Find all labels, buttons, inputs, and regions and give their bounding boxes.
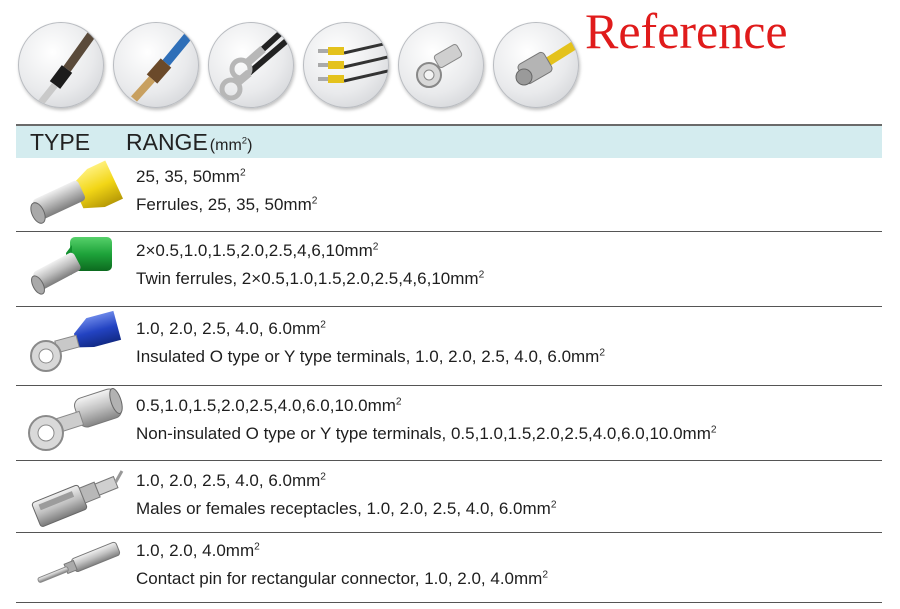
contact-pin-icon [20,532,132,602]
product-thumbnails [18,22,579,108]
description-sup: 2 [599,347,606,359]
description-sup: 2 [550,499,557,511]
row-range: 0.5,1.0,1.5,2.0,2.5,4.0,6.0,10.0mm2 [136,396,402,416]
row-description: Non-insulated O type or Y type terminals… [136,424,717,444]
table-header: TYPE RANGE(mm2) [16,124,882,158]
range-sup: 2 [372,241,379,253]
table-row: 25, 35, 50mm2 Ferrules, 25, 35, 50mm2 [16,157,882,232]
row-range: 1.0, 2.0, 2.5, 4.0, 6.0mm2 [136,471,326,491]
range-value: 2×0.5,1.0,1.5,2.0,2.5,4,6,10mm [136,241,373,260]
row-description: Twin ferrules, 2×0.5,1.0,1.5,2.0,2.5,4,6… [136,269,484,289]
row-range: 2×0.5,1.0,1.5,2.0,2.5,4,6,10mm2 [136,241,378,261]
receptacle-terminal-icon [20,460,132,532]
green-twin-ferrule-icon [20,231,132,306]
twin-ferrule-cable-icon [113,22,199,108]
row-description: Males or females receptacles, 1.0, 2.0, … [136,499,556,519]
row-description: Insulated O type or Y type terminals, 1.… [136,347,605,367]
table-row: 1.0, 2.0, 4.0mm2 Contact pin for rectang… [16,532,882,603]
row-text: 1.0, 2.0, 2.5, 4.0, 6.0mm2 Insulated O t… [136,306,882,385]
reference-title: Reference [585,3,788,59]
range-value: 25, 35, 50mm [136,167,240,186]
description-sup: 2 [311,195,318,207]
yellow-ferrule-icon [20,157,132,231]
range-sup: 2 [239,167,246,179]
range-unit: (mm2) [209,135,253,154]
row-range: 25, 35, 50mm2 [136,167,246,187]
range-sup: 2 [320,319,326,331]
table-row: 1.0, 2.0, 2.5, 4.0, 6.0mm2 Insulated O t… [16,306,882,386]
range-value: 1.0, 2.0, 2.5, 4.0, 6.0mm [136,319,321,338]
description-sup: 2 [710,424,717,436]
description-text: Twin ferrules, 2×0.5,1.0,1.5,2.0,2.5,4,6… [136,269,479,288]
description-text: Non-insulated O type or Y type terminals… [136,424,711,443]
unit-superscript: 2 [241,135,248,147]
non-insulated-ring-terminal-icon [20,385,132,460]
ferrule-cable-icon [18,22,104,108]
description-text: Ferrules, 25, 35, 50mm [136,195,312,214]
multi-terminal-cables-icon [303,22,389,108]
range-sup: 2 [395,396,402,408]
row-description: Contact pin for rectangular connector, 1… [136,569,548,589]
coax-connector-icon [493,22,579,108]
table-row: 0.5,1.0,1.5,2.0,2.5,4.0,6.0,10.0mm2 Non-… [16,385,882,461]
description-text: Males or females receptacles, 1.0, 2.0, … [136,499,551,518]
row-text: 25, 35, 50mm2 Ferrules, 25, 35, 50mm2 [136,157,882,231]
description-text: Insulated O type or Y type terminals, 1.… [136,347,600,366]
row-text: 1.0, 2.0, 4.0mm2 Contact pin for rectang… [136,532,882,602]
row-text: 2×0.5,1.0,1.5,2.0,2.5,4,6,10mm2 Twin fer… [136,231,882,306]
unit-close: ) [247,136,253,154]
description-sup: 2 [478,269,485,281]
blue-insulated-ring-terminal-icon [20,306,132,385]
ring-lug-icon [398,22,484,108]
range-value: 1.0, 2.0, 4.0mm [136,541,255,560]
table-row: 2×0.5,1.0,1.5,2.0,2.5,4,6,10mm2 Twin fer… [16,231,882,307]
range-label: RANGE [126,128,208,155]
description-text: Contact pin for rectangular connector, 1… [136,569,543,588]
table-row: 1.0, 2.0, 2.5, 4.0, 6.0mm2 Males or fema… [16,460,882,533]
unit-text: (mm [209,136,242,154]
row-text: 1.0, 2.0, 2.5, 4.0, 6.0mm2 Males or fema… [136,460,882,532]
row-range: 1.0, 2.0, 4.0mm2 [136,541,260,561]
range-value: 1.0, 2.0, 2.5, 4.0, 6.0mm [136,471,321,490]
description-sup: 2 [542,569,549,581]
row-range: 1.0, 2.0, 2.5, 4.0, 6.0mm2 [136,319,326,339]
row-text: 0.5,1.0,1.5,2.0,2.5,4.0,6.0,10.0mm2 Non-… [136,385,882,460]
ring-terminal-cable-icon [208,22,294,108]
range-value: 0.5,1.0,1.5,2.0,2.5,4.0,6.0,10.0mm [136,396,396,415]
row-description: Ferrules, 25, 35, 50mm2 [136,195,317,215]
range-column-header: RANGE(mm2) [126,129,252,156]
range-sup: 2 [254,541,260,553]
reference-banner: Reference [0,0,900,122]
type-column-header: TYPE [30,128,91,155]
range-sup: 2 [320,471,326,483]
